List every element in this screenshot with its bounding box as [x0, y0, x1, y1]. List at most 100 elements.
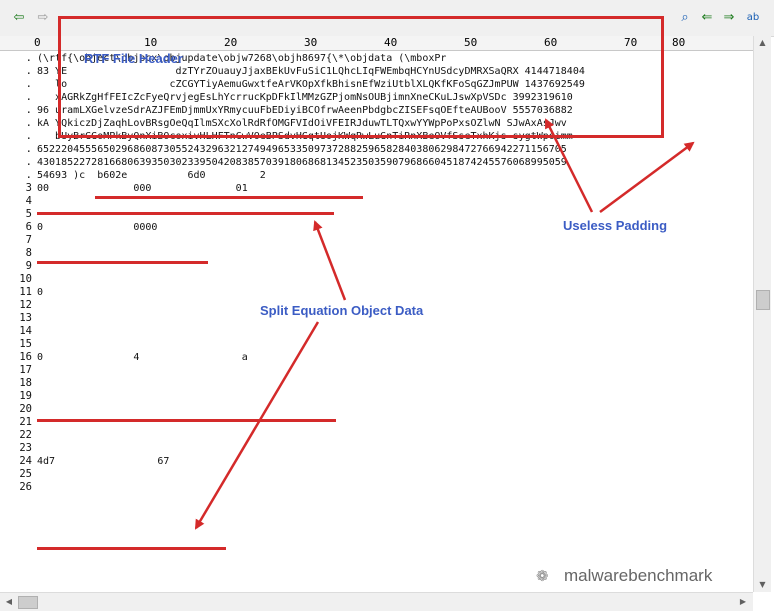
- editor-line[interactable]: 18: [0, 377, 752, 390]
- editor-line[interactable]: 22: [0, 429, 752, 442]
- line-number: .: [25, 91, 32, 103]
- find-next-icon[interactable]: ⇒: [723, 10, 735, 25]
- watermark: ❁ malwarebenchmark: [536, 566, 712, 586]
- replace-icon[interactable]: ab: [746, 12, 760, 23]
- editor-line[interactable]: 20: [0, 403, 752, 416]
- line-number: 4: [25, 195, 32, 207]
- line-number: 8: [25, 247, 32, 259]
- editor-line[interactable]: .96 uramLXGelvzeSdrAZJFEmDjmmUxYRmycuuFb…: [0, 104, 752, 117]
- scroll-up-icon[interactable]: ▲: [759, 38, 766, 47]
- ruler-mark: 10: [144, 36, 158, 49]
- ruler-mark: 60: [544, 36, 558, 49]
- line-text: 54693 )c b602e 6d0 2: [37, 170, 266, 181]
- line-number: .: [25, 52, 32, 64]
- editor-line[interactable]: 25: [0, 468, 752, 481]
- split-equation-label: Split Equation Object Data: [260, 303, 424, 318]
- editor-line[interactable]: 23: [0, 442, 752, 455]
- underline-line-24: [37, 547, 226, 550]
- line-number: .: [25, 65, 32, 77]
- editor-line[interactable]: . bUyBrGGoMPkByQnXiBOcoxivHLHFTnCwVOeBPS…: [0, 130, 752, 143]
- line-number: 26: [19, 481, 32, 493]
- line-number: 7: [25, 234, 32, 246]
- underline-line-16: [37, 419, 336, 422]
- line-number: 6: [25, 221, 32, 233]
- line-number: .: [25, 156, 32, 168]
- vertical-scroll-thumb[interactable]: [756, 290, 770, 310]
- line-number: .: [25, 130, 32, 142]
- line-number: 16: [19, 351, 32, 363]
- editor-line[interactable]: . (\rtf{\object\objocx\objupdate\objw7268…: [0, 52, 752, 65]
- ruler-mark: 80: [672, 36, 686, 49]
- line-number: 20: [19, 403, 32, 415]
- line-number: 9: [25, 260, 32, 272]
- editor-line[interactable]: 26: [0, 481, 752, 494]
- line-number: 13: [19, 312, 32, 324]
- line-number: 23: [19, 442, 32, 454]
- ruler-mark: 70: [624, 36, 638, 49]
- line-number: 10: [19, 273, 32, 285]
- scroll-down-icon[interactable]: ▼: [759, 580, 766, 589]
- editor-line[interactable]: .kA YQkiczDjZaqhLovBRsgOeQqIlmSXcXolRdRf…: [0, 117, 752, 130]
- line-text: kA YQkiczDjZaqhLovBRsgOeQqIlmSXcXolRdRfO…: [37, 118, 567, 129]
- line-text: 00 000 01: [37, 183, 248, 194]
- useless-padding-label: Useless Padding: [563, 218, 668, 233]
- editor-line[interactable]: . 83 YE dzTYrZOuauyJjaxBEkUvFuSiC1LQhcLIq…: [0, 65, 752, 78]
- find-icon[interactable]: ⌕: [681, 10, 689, 25]
- line-number: 18: [19, 377, 32, 389]
- editor-line[interactable]: . 54693 )c b602e 6d0 2: [0, 169, 752, 182]
- editor-line[interactable]: 12: [0, 299, 752, 312]
- line-number: 25: [19, 468, 32, 480]
- editor-line[interactable]: . xAGRkZgHfFEIcZcFyeQrvjegEsLhYcrrucKpDF…: [0, 91, 752, 104]
- find-previous-icon[interactable]: ⇐: [701, 10, 713, 25]
- editor-line[interactable]: 15: [0, 338, 752, 351]
- editor-line[interactable]: 21: [0, 416, 752, 429]
- editor-line[interactable]: 10: [0, 273, 752, 286]
- editor-line[interactable]: .430185227281668063935030233950420838570…: [0, 156, 752, 169]
- ruler-mark: 20: [224, 36, 238, 49]
- line-text: xAGRkZgHfFEIcZcFyeQrvjegEsLhYcrrucKpDFkI…: [37, 92, 573, 103]
- underline-line-2: [95, 196, 363, 199]
- editor-line[interactable]: 9: [0, 260, 752, 273]
- editor-line[interactable]: 5: [0, 208, 752, 221]
- vertical-scrollbar[interactable]: ▲ ▼: [753, 36, 771, 592]
- editor-line[interactable]: 7: [0, 234, 752, 247]
- line-number: 19: [19, 390, 32, 402]
- forward-arrow-icon[interactable]: ⇨: [37, 10, 49, 25]
- toolbar: ⇦ ⇨ ⌕ ⇐ ⇒ ab: [0, 0, 774, 37]
- ruler-mark: 50: [464, 36, 478, 49]
- line-text: bUyBrGGoMPkByQnXiBOcoxivHLHFTnCwVOeBPSdv…: [37, 131, 573, 142]
- line-text: 83 YE dzTYrZOuauyJjaxBEkUvFuSiC1LQhcLIqF…: [37, 66, 585, 77]
- ruler-mark: 0: [34, 36, 41, 49]
- line-number: 5: [25, 208, 32, 220]
- editor-line[interactable]: 8: [0, 247, 752, 260]
- editor-line[interactable]: 4: [0, 195, 752, 208]
- rtf-header-label: RTF File Header: [84, 51, 183, 66]
- editor-line[interactable]: . lo cZCGYTiyAemuGwxtfeArVKOpXfkBhisnEfW…: [0, 78, 752, 91]
- line-text: (\rtf{\object\objocx\objupdate\objw7268\…: [37, 53, 447, 64]
- back-arrow-icon[interactable]: ⇦: [13, 10, 25, 25]
- line-number: .: [25, 169, 32, 181]
- horizontal-scrollbar[interactable]: ◀ ▶: [0, 592, 753, 611]
- line-number: .: [25, 104, 32, 116]
- editor-line[interactable]: 19: [0, 390, 752, 403]
- text-editor[interactable]: . (\rtf{\object\objocx\objupdate\objw7268…: [0, 52, 752, 592]
- editor-line[interactable]: 13: [0, 312, 752, 325]
- editor-line[interactable]: 6 0 0000: [0, 221, 752, 234]
- line-text: 0 0000: [37, 222, 158, 233]
- scroll-left-icon[interactable]: ◀: [5, 597, 13, 606]
- ruler-mark: 40: [384, 36, 398, 49]
- line-number: 11: [19, 286, 32, 298]
- horizontal-scroll-thumb[interactable]: [18, 596, 38, 609]
- line-number: 17: [19, 364, 32, 376]
- watermark-text: malwarebenchmark: [564, 566, 713, 585]
- scroll-right-icon[interactable]: ▶: [739, 597, 747, 606]
- line-number: 24: [19, 455, 32, 467]
- line-number: 21: [19, 416, 32, 428]
- editor-line[interactable]: 17: [0, 364, 752, 377]
- editor-line[interactable]: .652220455565029686087305524329632127494…: [0, 143, 752, 156]
- editor-line[interactable]: 14: [0, 325, 752, 338]
